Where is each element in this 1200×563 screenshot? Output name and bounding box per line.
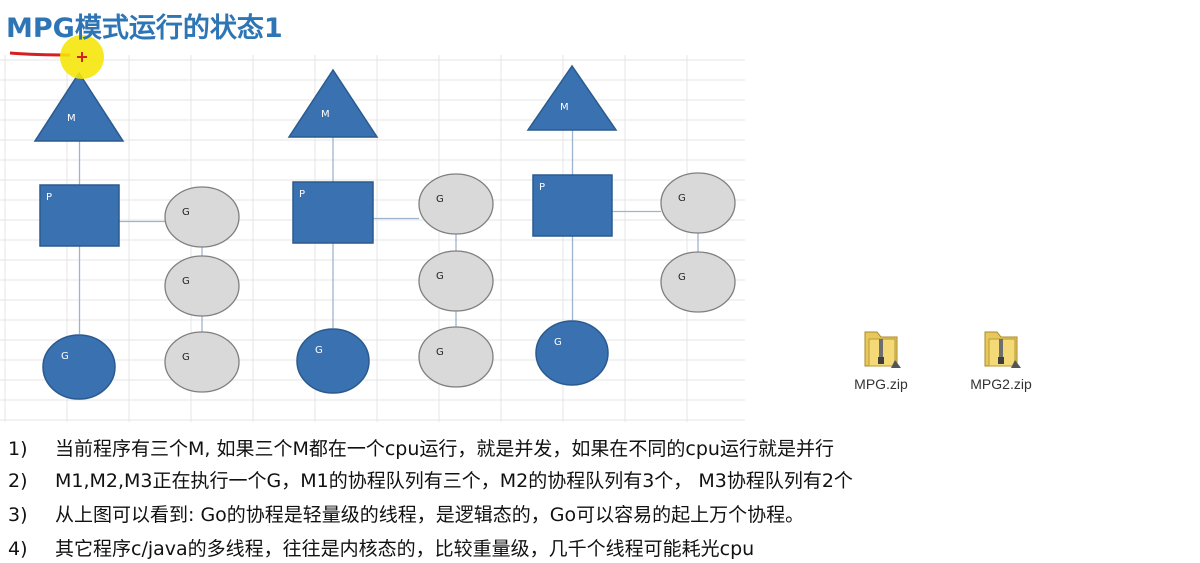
queued-goroutine xyxy=(418,326,494,388)
queued-goroutine xyxy=(164,255,240,317)
file-mpg-zip[interactable]: MPG.zip xyxy=(826,324,936,392)
cursor-crosshair-icon xyxy=(77,52,87,62)
queued-goroutine-label: G xyxy=(678,193,686,204)
list-item: 1) 当前程序有三个M, 如果三个M都在一个cpu运行，就是并发，如果在不同的cp… xyxy=(8,434,834,461)
page-title: MPG模式运行的状态1 xyxy=(6,13,283,44)
item-text: 其它程序c/java的多线程，往往是内核态的，比较重量级，几千个线程可能耗光cp… xyxy=(55,538,755,560)
processor-rect xyxy=(532,174,613,237)
queued-goroutine-label: G xyxy=(436,194,444,205)
item-number: 4) xyxy=(8,538,28,560)
running-goroutine xyxy=(296,328,370,394)
connector-lines xyxy=(78,130,699,362)
list-item: 3) 从上图可以看到: Go的协程是轻量级的线程，是逻辑态的，Go可以容易的起上万… xyxy=(8,500,804,527)
queued-goroutine xyxy=(660,251,736,313)
item-text: 从上图可以看到: Go的协程是轻量级的线程，是逻辑态的，Go可以容易的起上万个协… xyxy=(55,504,805,526)
item-text: 当前程序有三个M, 如果三个M都在一个cpu运行，就是并发，如果在不同的cpu运… xyxy=(55,438,834,460)
processor-rect xyxy=(39,184,120,247)
queued-goroutine-label: G xyxy=(678,272,686,283)
queued-goroutine xyxy=(164,331,240,393)
queued-goroutine-label: G xyxy=(182,276,190,287)
processor-label: P xyxy=(46,192,52,203)
running-goroutine-label: G xyxy=(315,345,323,356)
queued-goroutine xyxy=(660,172,736,234)
queued-goroutine xyxy=(418,173,494,235)
queued-goroutine-label: G xyxy=(436,347,444,358)
machine-label: M xyxy=(560,102,569,113)
list-item: 2) M1,M2,M3正在执行一个G，M1的协程队列有三个，M2的协程队列有3个，… xyxy=(8,466,853,493)
machine-label: M xyxy=(321,109,330,120)
file-name: MPG.zip xyxy=(854,376,908,392)
machine-label: M xyxy=(67,113,76,124)
zip-folder-icon xyxy=(984,331,1021,368)
machine-triangle xyxy=(526,64,618,131)
item-number: 2) xyxy=(8,470,28,492)
pen-annotation xyxy=(9,35,104,79)
mpg-shapes: M P G G G G M P G G G G M P G G G xyxy=(33,64,736,400)
running-goroutine xyxy=(535,320,609,386)
item-number: 3) xyxy=(8,504,28,526)
queued-goroutine-label: G xyxy=(182,352,190,363)
processor-label: P xyxy=(539,182,545,193)
item-text: M1,M2,M3正在执行一个G，M1的协程队列有三个，M2的协程队列有3个， M… xyxy=(55,470,853,492)
queued-goroutine xyxy=(164,186,240,248)
processor-rect xyxy=(292,181,374,244)
machine-triangle xyxy=(287,68,379,138)
processor-label: P xyxy=(299,189,305,200)
queued-goroutine xyxy=(418,250,494,312)
file-name: MPG2.zip xyxy=(970,376,1032,392)
running-goroutine-label: G xyxy=(554,337,562,348)
running-goroutine-label: G xyxy=(61,351,69,362)
file-mpg2-zip[interactable]: MPG2.zip xyxy=(946,324,1056,392)
running-goroutine xyxy=(42,334,116,400)
queued-goroutine-label: G xyxy=(182,207,190,218)
item-number: 1) xyxy=(8,438,28,460)
machine-triangle xyxy=(33,71,125,142)
watermark: @稀土掘金技术社区 xyxy=(1083,536,1192,550)
list-item: 4) 其它程序c/java的多线程，往往是内核态的，比较重量级，几千个线程可能耗光… xyxy=(8,534,754,561)
queued-goroutine-label: G xyxy=(436,271,444,282)
zip-folder-icon xyxy=(864,331,901,368)
